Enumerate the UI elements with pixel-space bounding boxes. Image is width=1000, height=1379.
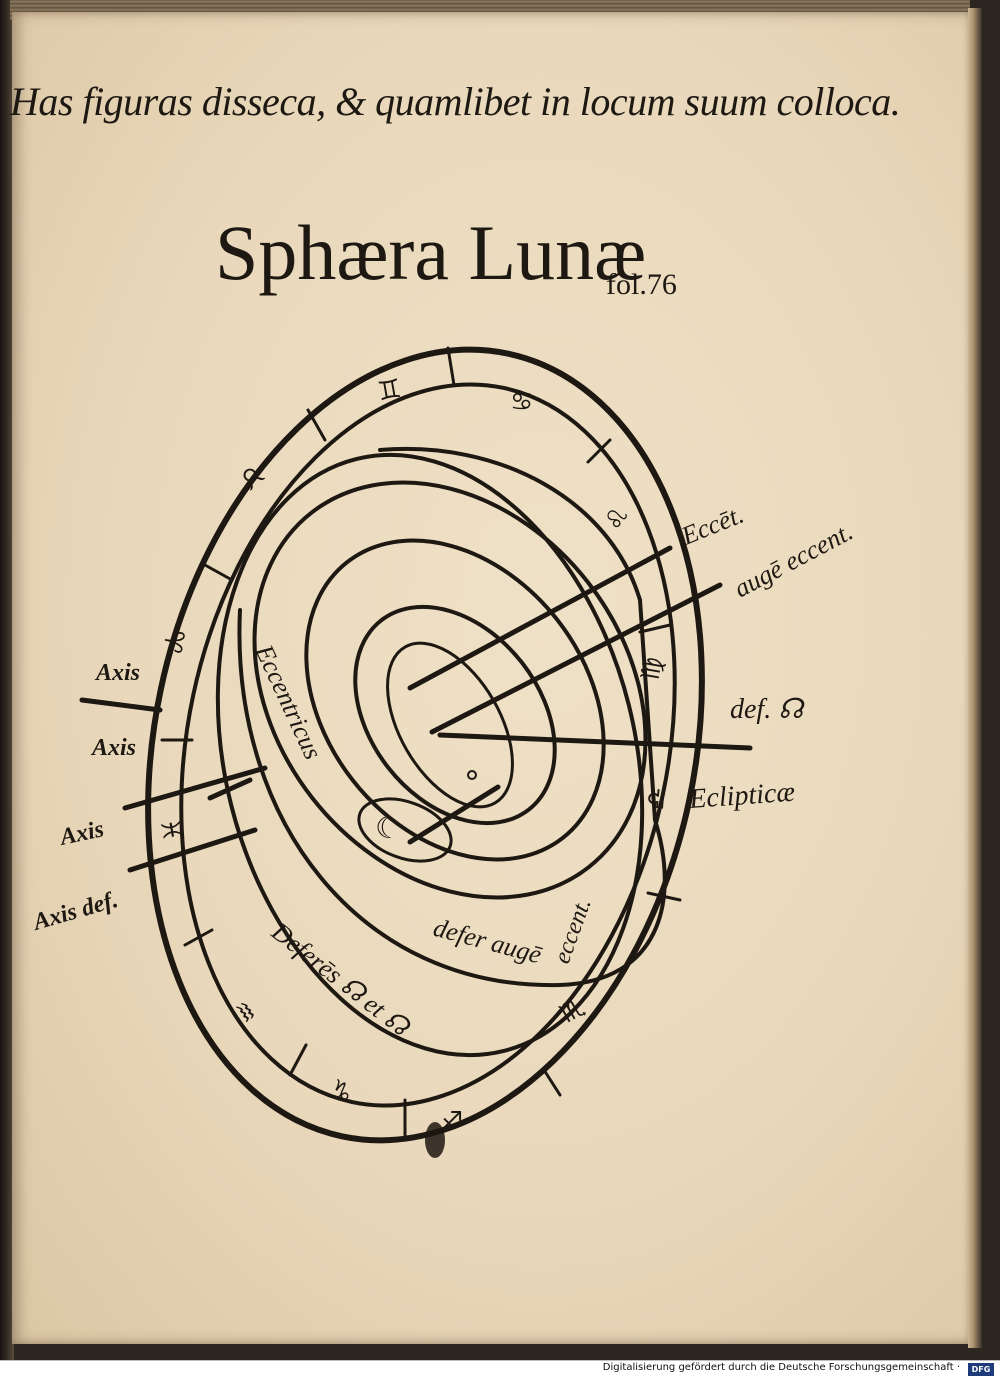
instruction-line: Has figuras disseca, & quamlibet in locu… [10, 79, 901, 124]
center-dot [467, 770, 477, 780]
footer-credit: Digitalisierung gefördert durch die Deut… [602, 1362, 960, 1373]
label-ecliptice: Eclipticæ [687, 777, 796, 815]
folio-reference: fol.76 [606, 268, 677, 301]
label-defer-auge: defer augē [430, 913, 545, 970]
label-axis-2: Axis [90, 735, 136, 761]
zodiac-ring-outer [145, 346, 705, 1144]
page-fore-edge [968, 8, 982, 1348]
footer-bar: Digitalisierung gefördert durch die Deut… [0, 1360, 1000, 1379]
zodiac-sign-gemini: ♊ [375, 371, 403, 405]
label-axis-1: Axis [94, 660, 140, 686]
deferens-band [215, 452, 645, 1058]
label-axis-3: Axis [56, 816, 106, 851]
label-axis-def: Axis def. [29, 887, 121, 936]
eccentric-middle [304, 538, 606, 862]
label-eccentricus: Eccentricus [249, 639, 328, 763]
axis-rods [79, 545, 753, 873]
label-eccent: eccent. [549, 895, 596, 967]
zodiac-sign-pisces: ♓ [154, 816, 188, 844]
book-page [12, 12, 970, 1344]
zodiac-dividers [160, 346, 682, 1137]
label-deferens-nodes: Deferēs ☊ et ☊ [266, 916, 416, 1042]
zodiac-sign-aquarius: ♒ [225, 994, 263, 1030]
moon-epicycle [357, 797, 453, 863]
zodiac-sign-aries: ♈ [156, 627, 190, 655]
ink-blot [425, 1122, 445, 1158]
defer-auge-disc [237, 446, 667, 988]
book-spine [0, 0, 14, 1360]
zodiac-sign-leo: ♌ [599, 503, 635, 535]
eccentric-outer [252, 480, 648, 900]
label-auge-eccent: augē eccent. [729, 517, 857, 604]
zodiac-sign-virgo: ♍ [635, 655, 669, 683]
zodiac-sign-libra: ♎ [641, 786, 673, 812]
dfg-logo: DFG [968, 1363, 994, 1376]
zodiac-sign-sagittarius: ♐ [440, 1107, 463, 1137]
page-title: Sphæra Lunæ [215, 209, 647, 296]
zodiac-ring-inner [179, 382, 677, 1108]
moon-symbol: ☾ [375, 811, 402, 846]
label-def-node: def. ☊ [730, 694, 805, 725]
zodiac-sign-capricorn: ♑ [323, 1074, 358, 1112]
zodiac-sign-cancer: ♋ [510, 387, 533, 417]
label-eccet: Eccēt. [676, 500, 747, 551]
eccentric-inner [353, 604, 557, 826]
